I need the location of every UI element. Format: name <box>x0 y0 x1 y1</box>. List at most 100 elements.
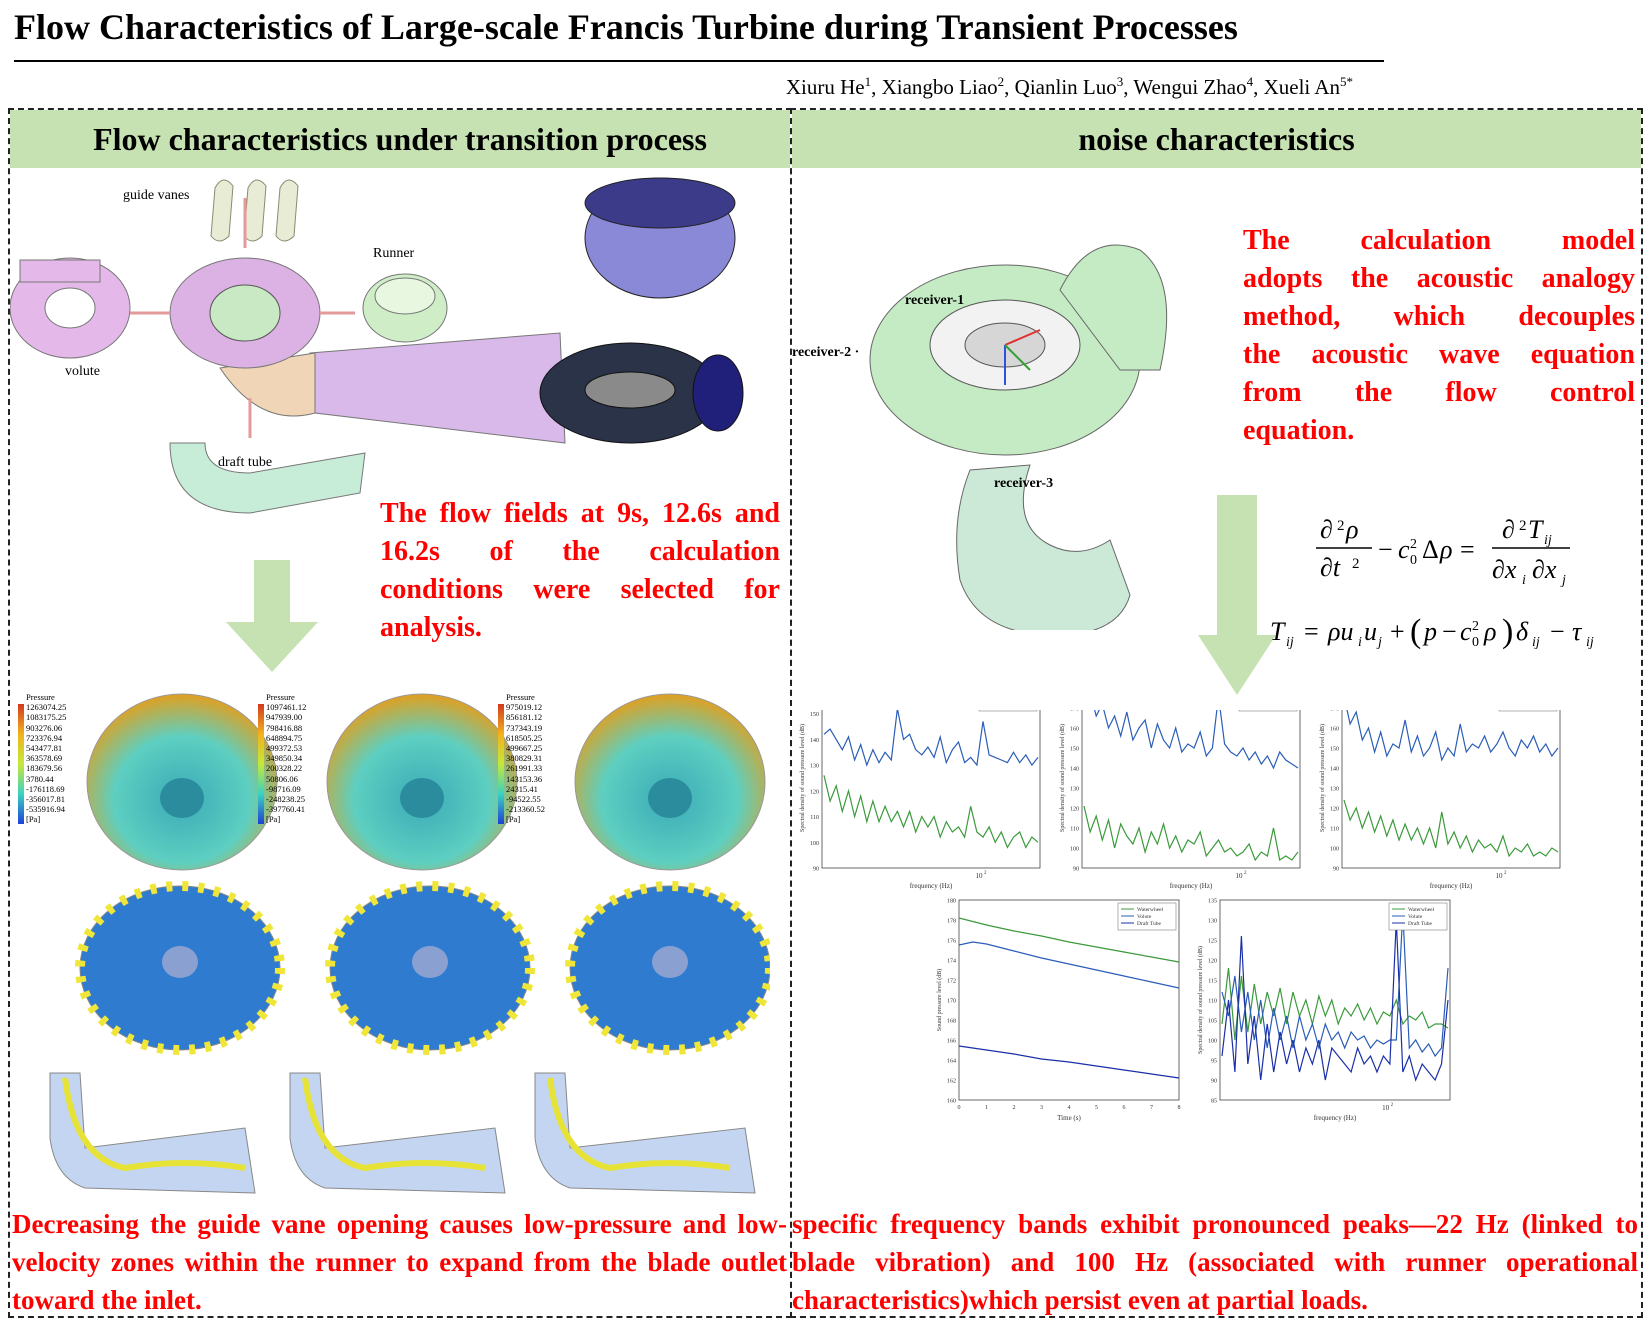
author-affiliation: 1 <box>864 74 872 89</box>
y-tick-label: 110 <box>1070 827 1079 833</box>
legend-value: 543477.81 <box>26 743 63 754</box>
y-tick-label: 90 <box>1333 867 1339 873</box>
legend-value: 183679.56 <box>26 763 63 774</box>
author-name: Wengui Zhao <box>1133 75 1247 99</box>
y-tick-label: 160 <box>1330 727 1339 733</box>
x-tick-label: 10 <box>1495 872 1503 880</box>
author-list: Xiuru He1, Xiangbo Liao2, Qianlin Luo3, … <box>785 74 1353 99</box>
y-tick-label: 120 <box>1330 807 1339 813</box>
author-affiliation: 5* <box>1340 74 1353 89</box>
x-tick-exponent: 2 <box>1244 871 1247 876</box>
y-tick-label: 130 <box>1330 787 1339 793</box>
left-conclusion: Decreasing the guide vane opening causes… <box>12 1209 787 1315</box>
svg-text:=: = <box>1304 617 1319 646</box>
draft-tube-illustration <box>169 442 366 514</box>
svg-text:∂x: ∂x <box>1532 555 1557 584</box>
x-tick-label: 8 <box>1178 1105 1181 1111</box>
legend-entry: Volute <box>1137 914 1152 920</box>
svg-text:u: u <box>1364 617 1377 646</box>
y-tick-label: 162 <box>947 1079 956 1085</box>
svg-text:ρ: ρ <box>1439 535 1452 564</box>
author-affiliation: 3 <box>1116 74 1124 89</box>
legend-value: -98716.09 <box>266 783 301 794</box>
note-line: The calculation model <box>1243 225 1635 256</box>
series-line <box>958 917 1180 963</box>
note-line: the acoustic wave equation <box>1243 339 1635 370</box>
legend-value: 143153.36 <box>506 773 543 784</box>
draft-tube-vortex-row <box>49 1072 756 1194</box>
y-tick-label: 90 <box>813 867 819 873</box>
x-tick-label: 4 <box>1068 1105 1071 1111</box>
y-tick-label: 160 <box>1070 727 1079 733</box>
legend-value: 723376.94 <box>26 732 63 743</box>
legend-value: 798416.88 <box>266 722 303 733</box>
mesh-runner-illustration <box>584 177 736 299</box>
series-line <box>1221 919 1449 1082</box>
receiver-1-label: receiver-1 <box>905 293 965 308</box>
svg-text:0: 0 <box>1472 635 1479 650</box>
svg-text:ρ: ρ <box>1345 515 1358 544</box>
svg-text:=: = <box>1460 535 1475 564</box>
y-tick-label: 100 <box>810 841 819 847</box>
y-tick-label: 110 <box>810 815 819 821</box>
legend-title: Pressure <box>506 692 535 702</box>
y-axis-label: Spectral density of sound pressure level… <box>1319 724 1326 832</box>
y-tick-label: 110 <box>1330 827 1339 833</box>
legend-value: -248238.25 <box>266 794 305 805</box>
y-tick-label: 140 <box>810 738 819 744</box>
svg-text:2: 2 <box>1472 619 1479 634</box>
y-tick-label: 168 <box>947 1019 956 1025</box>
note-line: adopts the acoustic analogy <box>1243 263 1635 294</box>
legend-value: 349850.34 <box>266 753 303 764</box>
y-tick-label: 90 <box>1073 867 1079 873</box>
svg-text:2: 2 <box>1337 518 1345 534</box>
legend-box <box>1498 710 1558 712</box>
series-line <box>1221 967 1449 1041</box>
legend-value: 24315.41 <box>506 783 538 794</box>
svg-text:i: i <box>1358 635 1362 650</box>
left-panel: Flow characteristics under transition pr… <box>8 108 792 1318</box>
legend-value: 947939.00 <box>266 712 303 723</box>
title-rule <box>14 60 1384 62</box>
y-tick-label: 150 <box>810 712 819 718</box>
guide-vanes-illustration <box>210 179 299 242</box>
legend-value: 975019.12 <box>506 702 543 713</box>
x-axis-label: frequency (Hz) <box>1170 882 1213 890</box>
x-tick-label: 3 <box>1040 1105 1043 1111</box>
series-line <box>1094 710 1299 770</box>
receiver-3-label: receiver-3 <box>994 476 1054 491</box>
x-tick-label: 1 <box>985 1105 988 1111</box>
legend-box <box>978 710 1038 712</box>
svg-text:ij: ij <box>1544 533 1552 548</box>
left-selection-note: The flow fields at 9s, 12.6s and 16.2s o… <box>380 498 780 643</box>
svg-text:c: c <box>1398 535 1410 564</box>
svg-text:ij: ij <box>1586 635 1594 650</box>
y-tick-label: 170 <box>947 999 956 1005</box>
svg-text:∂t: ∂t <box>1320 553 1341 582</box>
y-axis-label: Sound pressure level (dB) <box>936 969 943 1032</box>
svg-text:∂: ∂ <box>1320 515 1333 544</box>
y-tick-label: 150 <box>1070 747 1079 753</box>
y-tick-label: 125 <box>1208 939 1217 945</box>
y-tick-label: 150 <box>1330 747 1339 753</box>
legend-value: 1083175.25 <box>26 712 67 723</box>
x-axis-label: Time (s) <box>1057 1114 1081 1122</box>
legend-unit: [Pa] <box>266 814 281 825</box>
series-line <box>1083 805 1299 862</box>
runner-illustration <box>362 273 448 343</box>
legend-value: -213360.52 <box>506 804 545 815</box>
legend-box <box>1238 710 1298 712</box>
left-panel-heading: Flow characteristics under transition pr… <box>10 110 790 168</box>
x-tick-exponent: 2 <box>1391 1103 1394 1108</box>
svg-text:T: T <box>1528 515 1544 544</box>
author-name: Xiuru He <box>785 75 865 99</box>
y-tick-label: 130 <box>810 764 819 770</box>
svg-text:c: c <box>1460 617 1472 646</box>
down-arrow-right <box>1198 495 1276 695</box>
right-model-note: The calculation model adopts the acoustic… <box>1243 222 1635 450</box>
note-line: equation. <box>1243 415 1355 446</box>
